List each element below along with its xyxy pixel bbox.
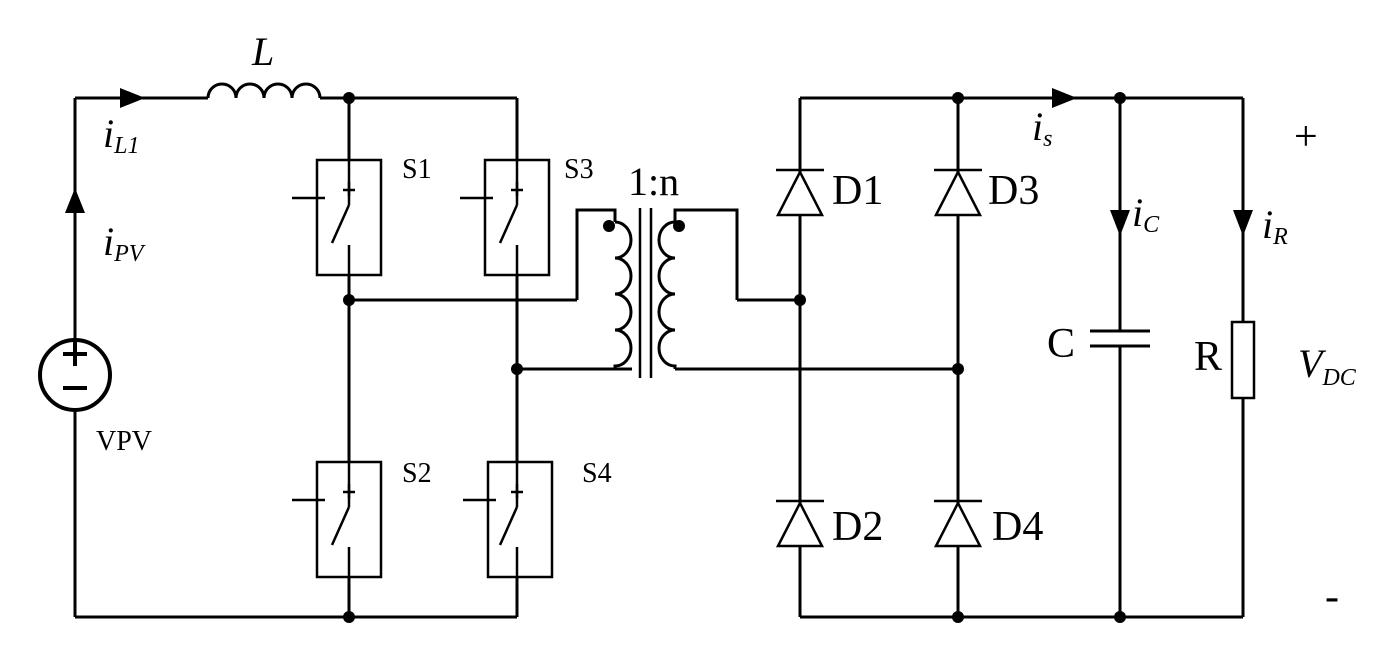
current-arrow-is (1052, 88, 1077, 108)
switch-s3 (460, 158, 551, 277)
label-d3: D3 (988, 168, 1039, 214)
transformer (575, 208, 958, 378)
resistor-r (1230, 320, 1256, 400)
label-d1: D1 (832, 168, 883, 214)
label-s3: S3 (564, 154, 594, 185)
label-minus: - (1325, 574, 1339, 620)
label-resistor: R (1194, 334, 1222, 380)
current-arrow-ic (1110, 210, 1130, 236)
label-plus: + (1294, 114, 1318, 160)
current-arrow-ipv (65, 188, 85, 213)
pv-source-branch (38, 88, 517, 619)
diode-d3 (933, 168, 983, 217)
label-ic: iC (1132, 190, 1160, 238)
diode-d2 (775, 499, 825, 548)
polarity-dot-secondary (673, 220, 685, 232)
switch-s2 (292, 460, 383, 579)
label-d2: D2 (832, 504, 883, 550)
label-il1: iL1 (103, 111, 139, 159)
inductor-l (206, 82, 517, 100)
label-d4: D4 (992, 504, 1043, 550)
label-inductor: L (251, 29, 274, 74)
label-s4: S4 (582, 458, 612, 489)
output-stage (1052, 88, 1256, 623)
label-turns-ratio: 1:n (628, 159, 679, 204)
label-is: is (1032, 104, 1052, 152)
switch-s4 (463, 460, 554, 579)
label-vpv: VPV (96, 426, 152, 457)
label-s2: S2 (402, 458, 432, 489)
diode-d1 (775, 168, 825, 217)
current-arrow-ir (1233, 210, 1253, 236)
label-ipv: iPV (103, 219, 146, 267)
label-ir: iR (1262, 202, 1288, 250)
switch-s1 (292, 158, 383, 277)
current-arrow-il1 (120, 88, 145, 108)
pv-voltage-source (38, 338, 112, 412)
diode-d4 (933, 499, 983, 548)
polarity-dot-primary (603, 220, 615, 232)
label-vdc: VDC (1298, 341, 1357, 391)
label-s1: S1 (402, 154, 432, 185)
label-capacitor: C (1047, 321, 1075, 367)
